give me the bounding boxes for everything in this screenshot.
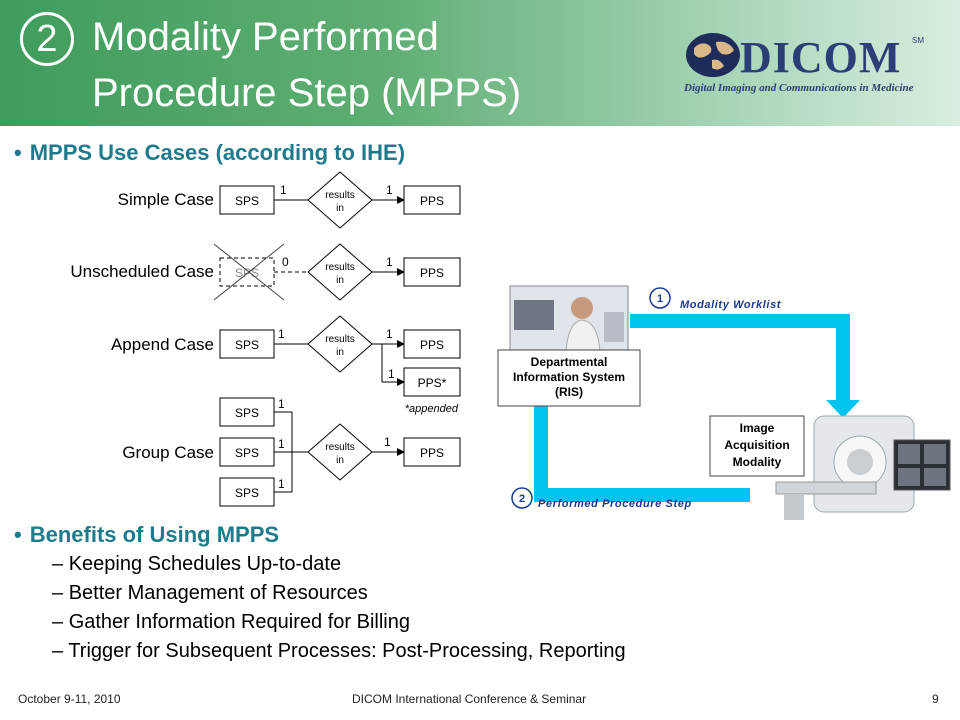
worklist-arrow-horizontal bbox=[630, 314, 850, 328]
dicom-logo: DICOM SM Digital Imaging and Communicati… bbox=[684, 30, 944, 100]
cardinality-label: 1 bbox=[278, 477, 285, 491]
in-label: in bbox=[336, 347, 344, 358]
in-label: in bbox=[336, 275, 344, 286]
sps-label: SPS bbox=[235, 486, 259, 500]
results-label: results bbox=[325, 334, 354, 345]
results-label: results bbox=[325, 190, 354, 201]
sps-label: SPS bbox=[235, 446, 259, 460]
cardinality-label: 1 bbox=[280, 183, 287, 197]
bullet-dot: • bbox=[14, 140, 22, 165]
pps-box bbox=[403, 257, 461, 287]
ct-scanner-photo bbox=[775, 415, 951, 520]
cardinality-label: 1 bbox=[278, 397, 285, 411]
results-label: results bbox=[325, 442, 354, 453]
step2-label: Performed Procedure Step bbox=[538, 498, 692, 510]
pps-label: PPS bbox=[420, 338, 444, 352]
in-label: in bbox=[336, 455, 344, 466]
service-mark: SM bbox=[912, 36, 924, 45]
step1-label: Modality Worklist bbox=[680, 299, 782, 311]
benefit-text: Gather Information Required for Billing bbox=[68, 611, 410, 633]
sps-label: SPS bbox=[235, 194, 259, 208]
sps-box bbox=[219, 437, 275, 467]
modality-label-line1: Image bbox=[740, 421, 775, 435]
sps-label: SPS bbox=[235, 406, 259, 420]
bullet-dot: • bbox=[14, 522, 22, 547]
sps-box bbox=[219, 329, 275, 359]
cardinality-label: 1 bbox=[278, 437, 285, 451]
worklist-arrow-head bbox=[826, 400, 860, 418]
cardinality-label: 1 bbox=[386, 255, 393, 269]
title-banner: 2 Modality Performed Procedure Step (MPP… bbox=[0, 0, 960, 126]
bullet-benefits: • Benefits of Using MPPS bbox=[14, 522, 279, 548]
benefit-item: – Gather Information Required for Billin… bbox=[52, 611, 410, 633]
sps-label: SPS bbox=[235, 338, 259, 352]
slide-title-line1: Modality Performed bbox=[92, 15, 439, 59]
pps-appended-label: PPS* bbox=[418, 376, 447, 390]
use-cases-heading: MPPS Use Cases (according to IHE) bbox=[29, 140, 406, 165]
step1-badge bbox=[649, 287, 671, 309]
modality-label-line2: Acquisition bbox=[724, 438, 789, 452]
cardinality-label: 1 bbox=[388, 367, 395, 381]
footer-date: October 9-11, 2010 bbox=[18, 692, 121, 706]
benefit-text: Better Management of Resources bbox=[68, 582, 368, 604]
ris-label-box bbox=[497, 349, 641, 407]
globe-icon bbox=[686, 33, 740, 77]
pps-box bbox=[403, 329, 461, 359]
worklist-arrow-vertical bbox=[836, 314, 850, 404]
benefit-item: – Keeping Schedules Up-to-date bbox=[52, 553, 342, 575]
ris-label-line3: (RIS) bbox=[555, 385, 583, 399]
benefit-item: – Trigger for Subsequent Processes: Post… bbox=[52, 640, 626, 662]
ris-label-line2: Information System bbox=[513, 370, 625, 384]
use-case-diagram: Simple Case SPS 1 results in 1 PPS Unsch… bbox=[70, 171, 461, 507]
step-number-badge: 2 bbox=[20, 12, 74, 66]
results-in-diamond bbox=[307, 423, 373, 481]
ris-label-line1: Departmental bbox=[531, 355, 608, 369]
cardinality-label: 1 bbox=[278, 327, 285, 341]
cardinality-label: 1 bbox=[386, 183, 393, 197]
step1-number: 1 bbox=[657, 293, 663, 305]
results-label: results bbox=[325, 262, 354, 273]
case-label-append: Append Case bbox=[111, 335, 214, 354]
logo-wordmark: DICOM bbox=[740, 33, 902, 82]
benefit-item: – Better Management of Resources bbox=[52, 582, 368, 604]
case-label-group: Group Case bbox=[122, 443, 214, 462]
sps-box bbox=[219, 185, 275, 215]
pps-label: PPS bbox=[420, 194, 444, 208]
pps-box bbox=[403, 185, 461, 215]
pps-label: PPS bbox=[420, 446, 444, 460]
step2-badge bbox=[511, 487, 533, 509]
footer-conference: DICOM International Conference & Seminar bbox=[352, 692, 587, 706]
case-label-simple: Simple Case bbox=[118, 190, 214, 209]
cardinality-label: 0 bbox=[282, 255, 289, 269]
mpps-arrow-vertical bbox=[534, 404, 548, 502]
cardinality-label: 1 bbox=[386, 327, 393, 341]
benefits-heading: Benefits of Using MPPS bbox=[29, 522, 280, 547]
in-label: in bbox=[336, 203, 344, 214]
ris-workstation-photo bbox=[509, 285, 629, 353]
benefit-text: Keeping Schedules Up-to-date bbox=[68, 553, 342, 575]
logo-tagline: Digital Imaging and Communications in Me… bbox=[684, 82, 914, 94]
pps-box bbox=[403, 437, 461, 467]
benefit-text: Trigger for Subsequent Processes: Post-P… bbox=[68, 640, 626, 662]
workflow-diagram: Departmental Information System (RIS) Im… bbox=[497, 285, 951, 520]
results-in-diamond bbox=[307, 171, 373, 229]
modality-label-line3: Modality bbox=[733, 455, 782, 469]
cardinality-label: 1 bbox=[384, 435, 391, 449]
appended-note: *appended bbox=[405, 403, 459, 415]
results-in-diamond bbox=[307, 243, 373, 301]
case-label-unscheduled: Unscheduled Case bbox=[70, 262, 214, 281]
slide-title-line2: Procedure Step (MPPS) bbox=[92, 71, 522, 115]
sps-box-dashed bbox=[219, 257, 275, 287]
sps-box bbox=[219, 477, 275, 507]
footer-page-number: 9 bbox=[932, 692, 939, 706]
bullet-use-cases: • MPPS Use Cases (according to IHE) bbox=[14, 140, 405, 166]
cross-out-line bbox=[213, 243, 285, 301]
results-in-diamond bbox=[307, 315, 373, 373]
pps-appended-box bbox=[403, 367, 461, 397]
modality-label-box bbox=[709, 415, 805, 477]
mpps-arrow-horizontal bbox=[534, 488, 750, 502]
pps-label: PPS bbox=[420, 266, 444, 280]
step2-number: 2 bbox=[519, 493, 525, 505]
